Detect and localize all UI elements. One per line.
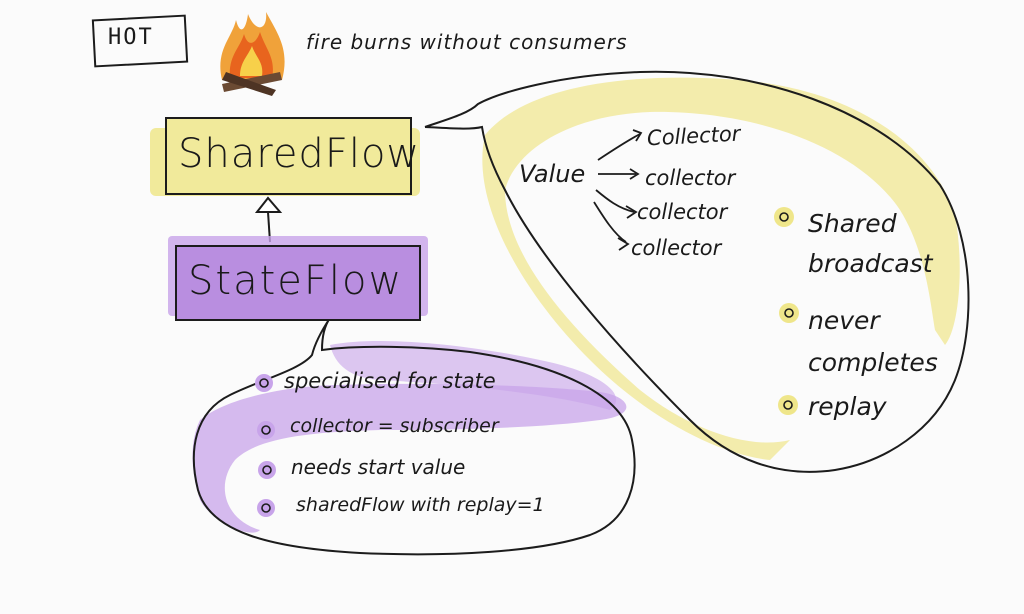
state-flow-property-3: needs start value — [291, 455, 466, 479]
state-flow-title: StateFlow — [188, 258, 404, 304]
collector-label-2: collector — [645, 166, 736, 190]
shared-flow-bubble-wash — [482, 77, 960, 461]
shared-flow-property-2: never completes — [808, 306, 938, 377]
inheritance-arrow — [254, 196, 283, 213]
state-flow-bubble-wash — [192, 383, 627, 533]
collector-label-4: collector — [631, 236, 722, 260]
value-arrows — [593, 129, 643, 251]
fire-icon — [220, 12, 285, 96]
state-flow-box — [175, 245, 421, 321]
state-flow-bubble — [192, 317, 636, 556]
state-flow-bullets — [255, 374, 276, 517]
state-flow-bubble-wash-top — [330, 340, 617, 410]
hot-label: HOT — [108, 25, 154, 50]
hot-caption: fire burns without consumers — [306, 30, 628, 54]
shared-flow-bubble — [424, 70, 970, 473]
shared-flow-bullets — [774, 207, 799, 415]
state-flow-property-1: specialised for state — [284, 369, 496, 393]
shared-flow-property-1: Shared broadcast — [808, 209, 933, 278]
shared-flow-box — [165, 117, 412, 195]
shared-flow-property-3: replay — [808, 392, 887, 421]
state-flow-property-4: sharedFlow with replay=1 — [296, 494, 545, 516]
collector-label-1: Collector — [646, 121, 741, 151]
state-flow-property-2: collector = subscriber — [290, 415, 499, 437]
value-label: Value — [519, 160, 586, 188]
hot-box — [91, 14, 189, 68]
collector-label-3: collector — [637, 200, 728, 224]
shared-flow-title: SharedFlow — [178, 131, 421, 177]
